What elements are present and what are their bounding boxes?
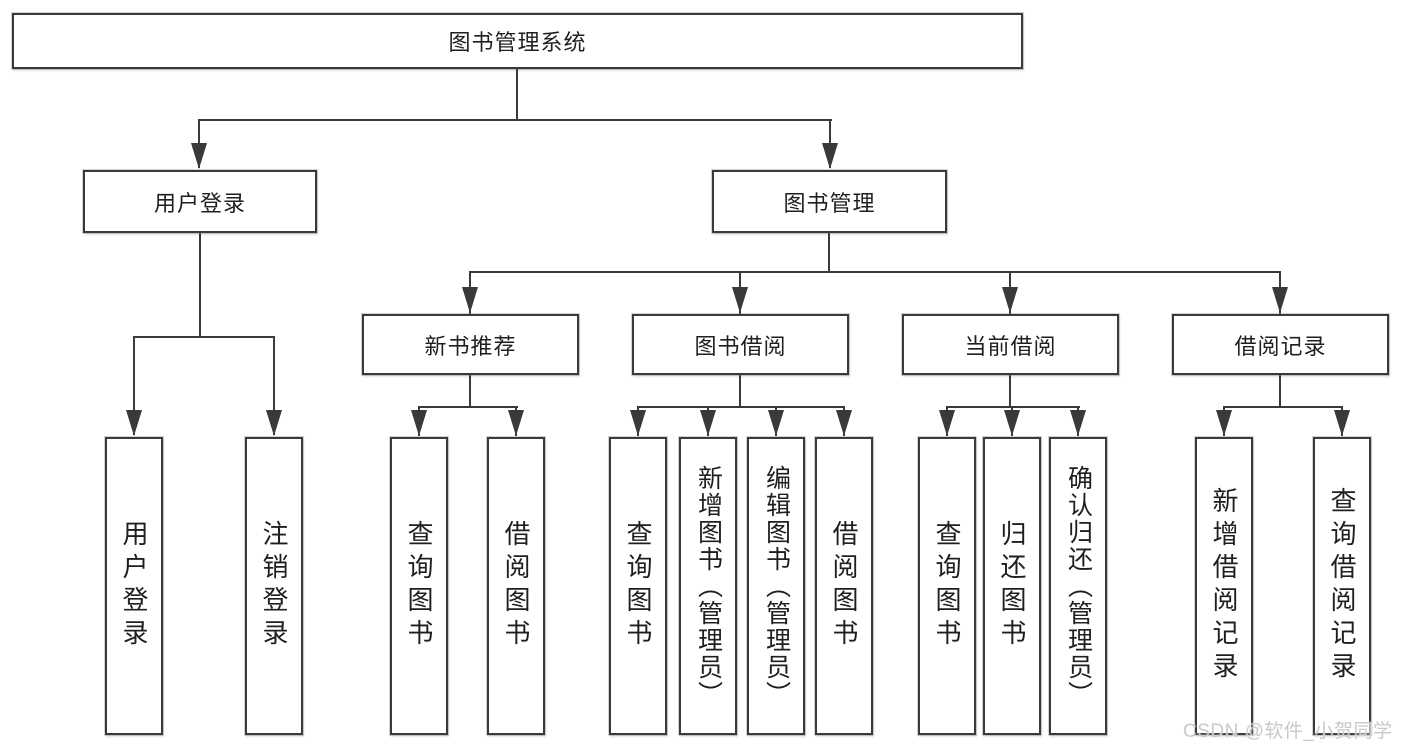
arrowhead-down — [191, 143, 207, 169]
node-book-borrowing: 图书借阅 — [632, 314, 849, 375]
arrowhead-down — [700, 410, 716, 436]
arrowhead-down — [126, 410, 142, 436]
leaf-edit-books-admin: 编辑图书（管理员） — [747, 437, 805, 735]
node-user-login: 用户登录 — [83, 170, 317, 233]
leaf-borrow-borrow-books: 借阅图书 — [815, 437, 873, 735]
leaf-return-books-label: 归还图书 — [997, 520, 1027, 652]
leaf-recommend-borrow-books: 借阅图书 — [487, 437, 545, 735]
arrowhead-down — [630, 410, 646, 436]
connector-borrowing-hline — [637, 406, 845, 408]
arrowhead-down — [939, 410, 955, 436]
arrowhead-down — [411, 410, 427, 436]
node-book-management-label: 图书管理 — [783, 190, 876, 216]
leaf-add-books-admin-label: 新增图书（管理员） — [694, 464, 723, 708]
arrowhead-down — [462, 287, 478, 313]
arrowhead-down — [822, 143, 838, 169]
arrowhead-down — [508, 410, 524, 436]
connector-userlogin-vline — [199, 232, 201, 338]
node-library-system-label: 图书管理系统 — [448, 30, 587, 55]
connector-records-vline — [1279, 374, 1281, 408]
connector-current-hline — [946, 406, 1080, 408]
leaf-confirm-return-admin-label: 确认归还（管理员） — [1064, 464, 1093, 708]
connector-root-vline — [516, 69, 518, 121]
node-current-borrowing-label: 当前借阅 — [964, 333, 1057, 359]
node-book-management: 图书管理 — [712, 170, 947, 233]
arrowhead-down — [836, 410, 852, 436]
leaf-add-books-admin: 新增图书（管理员） — [679, 437, 737, 735]
leaf-borrow-query-books-label: 查询图书 — [623, 520, 653, 652]
leaf-borrow-query-books: 查询图书 — [609, 437, 667, 735]
connector-current-vline — [1009, 374, 1011, 408]
arrowhead-down — [1216, 410, 1232, 436]
leaf-recommend-borrow-books-label: 借阅图书 — [501, 520, 531, 652]
connector-borrowing-vline — [739, 374, 741, 408]
connector-stem — [273, 336, 275, 435]
node-new-book-recommend-label: 新书推荐 — [424, 333, 517, 359]
leaf-recommend-query-books: 查询图书 — [390, 437, 448, 735]
leaf-edit-books-admin-label: 编辑图书（管理员） — [762, 464, 791, 708]
leaf-return-books: 归还图书 — [983, 437, 1041, 735]
node-borrowing-records: 借阅记录 — [1172, 314, 1389, 375]
leaf-logout-label: 注销登录 — [259, 520, 289, 652]
leaf-add-borrow-record: 新增借阅记录 — [1195, 437, 1253, 735]
leaf-logout: 注销登录 — [245, 437, 303, 735]
connector-bookmgmt-hline — [469, 271, 1281, 273]
node-borrowing-records-label: 借阅记录 — [1234, 333, 1327, 359]
node-new-book-recommend: 新书推荐 — [362, 314, 579, 375]
leaf-current-query-books: 查询图书 — [918, 437, 976, 735]
connector-userlogin-hline — [133, 336, 275, 338]
node-library-system: 图书管理系统 — [12, 13, 1023, 69]
node-book-borrowing-label: 图书借阅 — [694, 333, 787, 359]
arrowhead-down — [1002, 287, 1018, 313]
leaf-confirm-return-admin: 确认归还（管理员） — [1049, 437, 1107, 735]
connector-stem — [133, 336, 135, 435]
arrowhead-down — [732, 287, 748, 313]
node-user-login-label: 用户登录 — [153, 190, 246, 216]
arrowhead-down — [768, 410, 784, 436]
arrowhead-down — [1070, 410, 1086, 436]
leaf-user-login-label: 用户登录 — [119, 520, 149, 652]
connector-recommend-vline — [469, 374, 471, 408]
leaf-query-borrow-record: 查询借阅记录 — [1313, 437, 1371, 735]
connector-bookmgmt-vline — [828, 231, 830, 273]
arrowhead-down — [1334, 410, 1350, 436]
connector-root-hline — [198, 119, 832, 121]
leaf-query-borrow-record-label: 查询借阅记录 — [1327, 487, 1357, 685]
arrowhead-down — [1004, 410, 1020, 436]
leaf-recommend-query-books-label: 查询图书 — [404, 520, 434, 652]
node-current-borrowing: 当前借阅 — [902, 314, 1119, 375]
leaf-add-borrow-record-label: 新增借阅记录 — [1209, 487, 1239, 685]
arrowhead-down — [1272, 287, 1288, 313]
csdn-watermark: CSDN @软件_小贺同学 — [1183, 721, 1393, 742]
connector-records-hline — [1223, 406, 1343, 408]
leaf-user-login: 用户登录 — [105, 437, 163, 735]
leaf-borrow-borrow-books-label: 借阅图书 — [829, 520, 859, 652]
connector-recommend-hline — [418, 406, 518, 408]
arrowhead-down — [266, 410, 282, 436]
leaf-current-query-books-label: 查询图书 — [932, 520, 962, 652]
